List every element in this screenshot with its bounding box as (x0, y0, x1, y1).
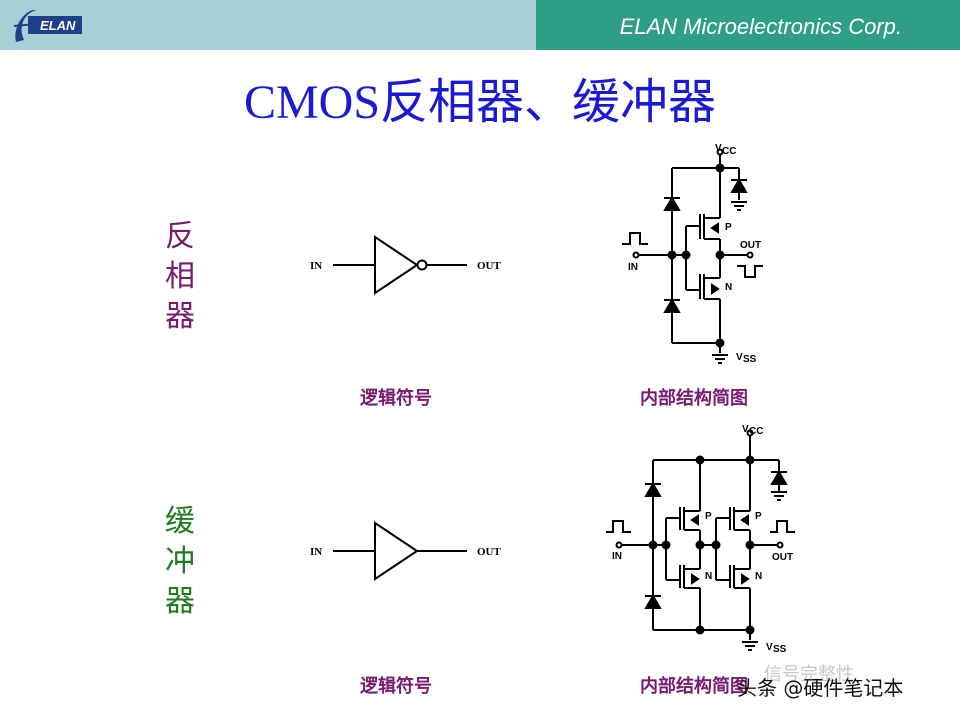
watermark-faint: 信号完整性 (764, 664, 854, 685)
buffer-vcc-sub: CC (749, 426, 763, 437)
logo-text: ELAN (40, 18, 76, 33)
buffer-vcc-label: V (742, 424, 749, 435)
buffer-symbol (333, 521, 467, 581)
inverter-label-char: 相 (165, 259, 195, 294)
elan-logo: ELAN (13, 9, 82, 42)
inverter-label: 反 相 器 (160, 217, 200, 337)
diode-icon (730, 178, 748, 193)
buffer-circuit-out-label: OUT (772, 552, 793, 563)
diode-icon (663, 298, 681, 313)
buffer-symbol-caption: 逻辑符号 (360, 676, 432, 697)
inverter-symbol (333, 235, 467, 295)
diode-icon (644, 594, 662, 609)
buffer-label-char: 缓 (165, 504, 195, 539)
header-right-band (536, 0, 960, 50)
watermark: 头条 @硬件笔记本 (737, 676, 904, 700)
inverter-label-char: 器 (165, 299, 195, 334)
inverter-vss-sub: SS (743, 354, 757, 365)
inverter-symbol-caption: 逻辑符号 (360, 388, 432, 409)
buffer-label-char: 冲 (165, 544, 195, 579)
diode-icon (770, 470, 788, 485)
inverter-vss-label: V (736, 352, 743, 363)
buffer-label-char: 器 (165, 584, 195, 619)
inverter-p-label: P (725, 222, 732, 233)
buffer-label: 缓 冲 器 (160, 502, 200, 622)
inverter-vcc-sub: CC (722, 146, 736, 157)
buffer-circuit (606, 436, 795, 640)
buffer-internal-caption: 内部结构简图 (640, 676, 748, 697)
inverter-circuit-out-label: OUT (740, 240, 761, 251)
buffer-p1-label: P (705, 511, 712, 522)
inverter-vcc-label: V (715, 143, 722, 154)
slide-title: CMOS反相器、缓冲器 (243, 76, 717, 129)
buffer-circuit-in-label: IN (612, 551, 622, 562)
buffer-vss-label: V (766, 642, 773, 653)
diode-icon (644, 482, 662, 497)
buffer-out-label: OUT (477, 546, 502, 558)
inverter-internal-caption: 内部结构简图 (640, 388, 748, 409)
inverter-n-label: N (725, 282, 732, 293)
inverter-label-char: 反 (165, 219, 195, 254)
slide-header: ELAN ELAN Microelectronics Corp. (0, 0, 960, 50)
inverter-out-label: OUT (477, 260, 502, 272)
buffer-n2-label: N (755, 571, 762, 582)
diode-icon (663, 196, 681, 211)
inverter-circuit-in-label: IN (628, 262, 638, 273)
buffer-in-label: IN (310, 546, 322, 558)
inverter-in-label: IN (310, 260, 322, 272)
header-left-band (0, 0, 536, 50)
company-name: ELAN Microelectronics Corp. (619, 14, 902, 39)
buffer-vss-sub: SS (773, 644, 787, 655)
buffer-p2-label: P (755, 511, 762, 522)
buffer-n1-label: N (705, 571, 712, 582)
